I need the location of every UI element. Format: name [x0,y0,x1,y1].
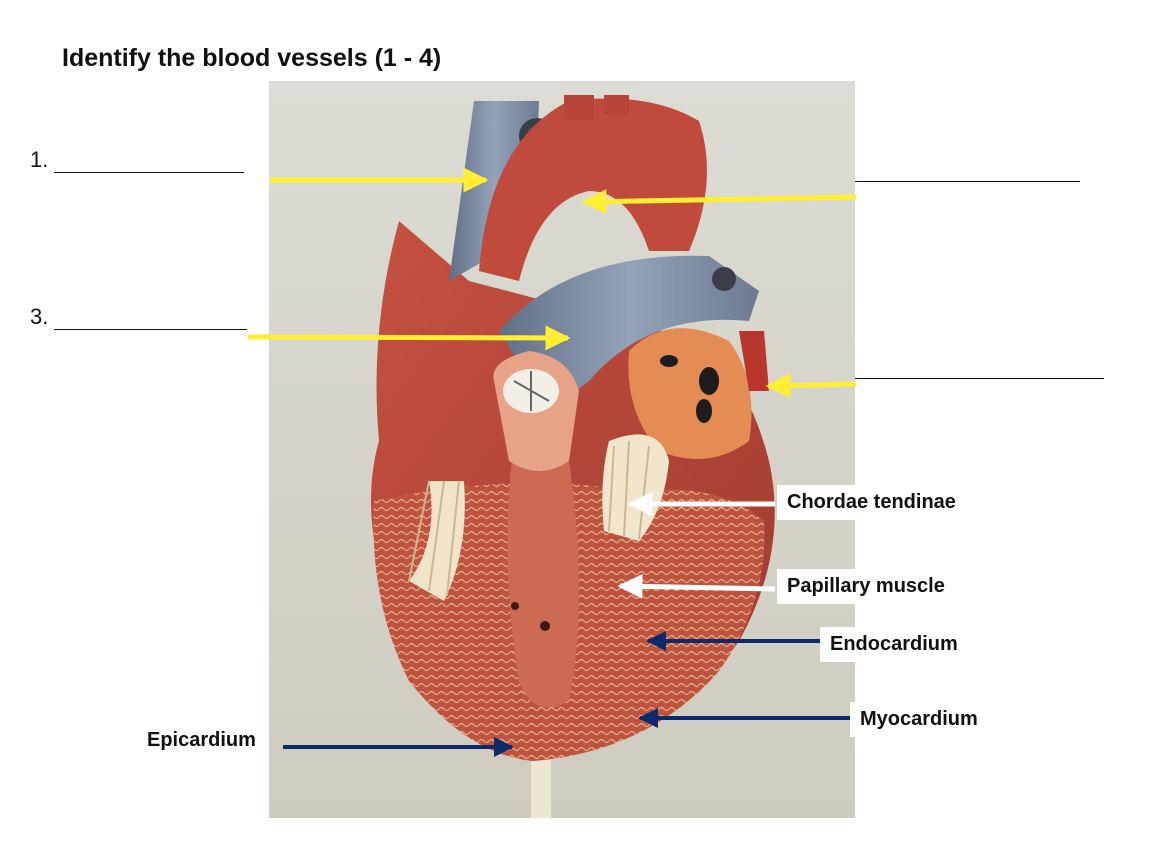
label-myocardium: Myocardium [850,702,988,737]
blank-number: 3. [30,304,49,329]
answer-line[interactable] [54,307,248,330]
label-papillary-muscle: Papillary muscle [777,569,955,604]
blank-number: 1. [30,147,49,172]
answer-line[interactable] [850,356,1105,379]
arrow-2 [581,189,857,215]
blank-3: 3. [30,304,248,330]
label-endocardium: Endocardium [820,627,968,662]
heart-model-photo [269,81,855,818]
arrow-3 [247,325,571,351]
answer-line[interactable] [54,150,245,173]
label-epicardium: Epicardium [137,723,266,758]
arrow-4 [765,372,857,398]
arrow-papillary [617,573,776,599]
answer-line[interactable] [846,159,1081,182]
page-title: Identify the blood vessels (1 - 4) [62,44,442,72]
blank-1: 1. [30,147,245,173]
label-chordae-tendinae: Chordae tendinae [777,485,966,520]
